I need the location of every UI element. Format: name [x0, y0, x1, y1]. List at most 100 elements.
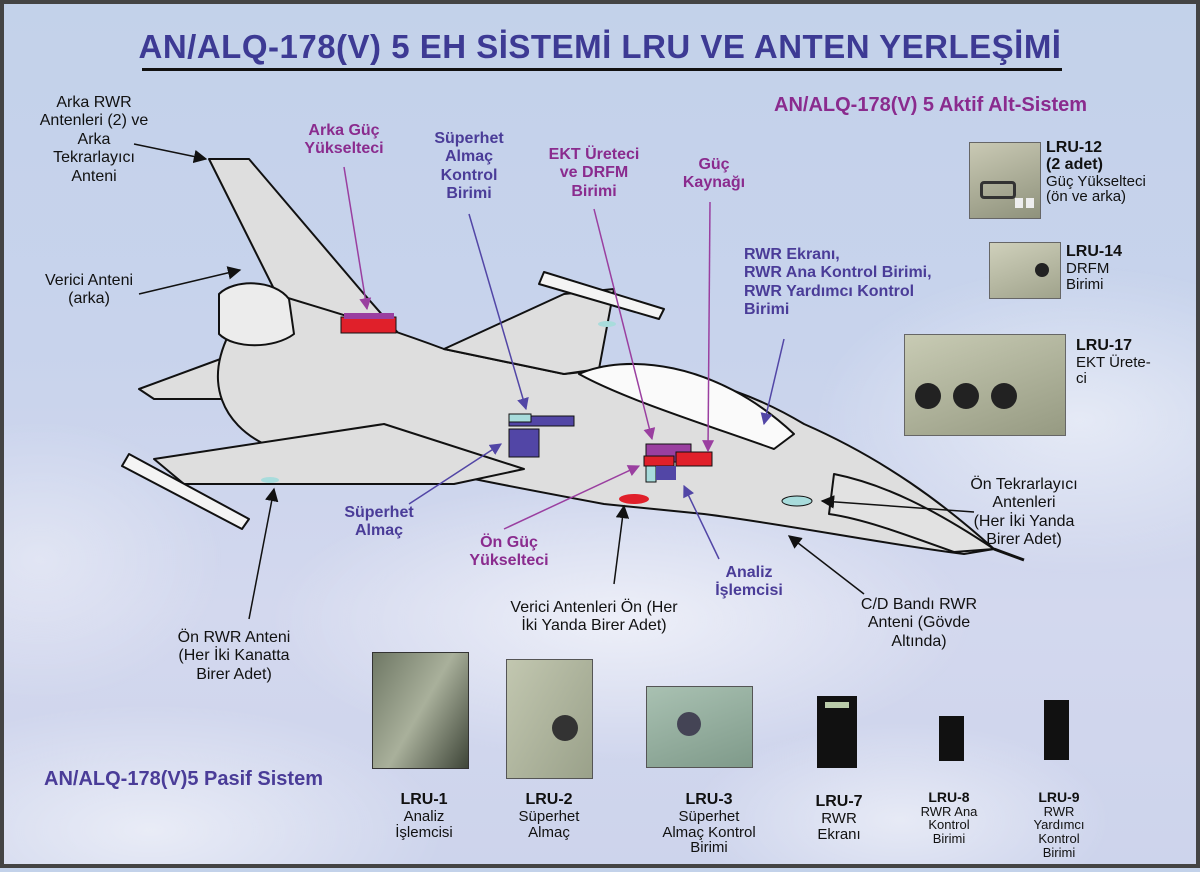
- lru-code: LRU-14: [1066, 243, 1123, 260]
- lru-code: LRU-1: [400, 791, 448, 808]
- callout-line: Birer Adet): [196, 665, 272, 683]
- callout-line: EKT Üreteci: [548, 146, 640, 163]
- lru-17-device-image: [904, 334, 1066, 436]
- rear-power-amp-box: [340, 316, 397, 334]
- lru-description: Birimi: [1042, 844, 1076, 860]
- callout-line: Antenleri (2) ve: [39, 112, 149, 130]
- ekt-drfm-power-boxes: [643, 443, 713, 483]
- callout-cd-band-rwr-antenna: C/D Bandı RWR Anteni (Gövde Altında): [849, 596, 989, 651]
- callout-line: İşlemcisi: [715, 582, 783, 600]
- front-repeater-antenna: [781, 495, 813, 507]
- lru-code: LRU-3: [685, 791, 733, 808]
- callout-line: Verici Anteni: [44, 272, 134, 289]
- callout-line: Arka RWR: [56, 94, 132, 111]
- lru-9-label: LRU-9 RWR Yardımcı Kontrol Birimi: [1019, 790, 1099, 859]
- lru-14-label: LRU-14 DRFM Birimi: [1066, 243, 1123, 293]
- lru-9-device-image: [1044, 700, 1069, 760]
- lru-7-label: LRU-7 RWR Ekranı: [804, 793, 874, 843]
- callout-rear-rwr-antennas: Arka RWR Antenleri (2) ve Arka Tekrarlay…: [24, 94, 164, 186]
- callout-line: Almaç: [444, 148, 494, 166]
- callout-line: Ön RWR Anteni: [177, 629, 291, 646]
- callout-line: İki Yanda Birer Adet): [521, 617, 667, 635]
- lru-description: Ekranı: [817, 825, 861, 843]
- callout-line: Yükselteci: [304, 140, 384, 158]
- lru-1-label: LRU-1 Analiz İşlemcisi: [384, 791, 464, 841]
- callout-front-repeater-antennas: Ön Tekrarlayıcı Antenleri (Her İki Yanda…: [954, 476, 1094, 550]
- lru-description: ci: [1076, 369, 1087, 387]
- callout-line: Analiz: [725, 564, 773, 581]
- callout-line: RWR Ekranı,: [744, 246, 840, 263]
- front-transmitter-antenna: [619, 494, 649, 504]
- lru-description: Birimi: [932, 830, 966, 846]
- lru-description: Analiz: [403, 807, 445, 825]
- callout-line: RWR Yardımcı Kontrol: [744, 282, 915, 300]
- callout-superhet-receiver-control: Süperhet Almaç Kontrol Birimi: [424, 130, 514, 204]
- lru-description: Yardımcı: [1033, 817, 1085, 833]
- lru-description: Birimi: [690, 839, 728, 857]
- callout-rear-power-amplifier: Arka Güç Yükselteci: [284, 122, 404, 159]
- callout-line: ve DRFM: [559, 164, 629, 182]
- callout-front-transmitter-antennas: Verici Antenleri Ön (Her İki Yanda Birer…: [494, 599, 694, 636]
- lru-17-label: LRU-17 EKT Ürete- ci: [1076, 337, 1151, 387]
- lru-description: Birimi: [1066, 275, 1104, 293]
- lru-8-device-image: [939, 716, 964, 761]
- callout-rear-transmitter-antenna: Verici Anteni (arka): [29, 272, 149, 309]
- callout-line: Almaç: [354, 522, 404, 540]
- callout-line: Yükselteci: [469, 552, 549, 570]
- callout-front-rwr-antenna: Ön RWR Anteni (Her İki Kanatta Birer Ade…: [164, 629, 304, 684]
- lru-code: LRU-2: [525, 791, 573, 808]
- lru-12-label: LRU-12 (2 adet) Güç Yükselteci (ön ve ar…: [1046, 139, 1146, 205]
- lru-description: Süperhet: [518, 807, 580, 825]
- callout-power-supply: Güç Kaynağı: [674, 156, 754, 193]
- lru-description: Kontrol: [928, 817, 970, 833]
- callout-line: Kaynağı: [682, 174, 746, 192]
- lru-description: İşlemcisi: [395, 823, 453, 841]
- lru-description: Almaç Kontrol: [662, 823, 756, 841]
- callout-line: Anteni (Gövde: [867, 614, 971, 632]
- engine-nozzle: [218, 282, 295, 347]
- callout-line: Arka Güç: [308, 122, 380, 139]
- lru-description: Almaç: [528, 823, 570, 841]
- callout-front-power-amplifier: Ön Güç Yükselteci: [459, 534, 559, 571]
- callout-line: C/D Bandı RWR: [860, 596, 978, 613]
- lru-description: DRFM: [1066, 259, 1110, 277]
- lru-7-device-image: [817, 696, 857, 768]
- callout-line: Altında): [891, 632, 947, 650]
- title-underline: [142, 68, 1062, 71]
- diagram-title: AN/ALQ-178(V) 5 EH SİSTEMİ LRU VE ANTEN …: [138, 28, 1062, 65]
- lru-code: LRU-8: [928, 789, 970, 805]
- lru-quantity: (2 adet): [1046, 155, 1103, 173]
- lru-code: LRU-7: [815, 793, 863, 810]
- callout-line: Ön Güç: [480, 534, 538, 551]
- callout-line: Antenleri: [992, 494, 1056, 512]
- callout-line: Süperhet: [344, 504, 414, 521]
- lru-description: RWR Ana: [920, 803, 978, 819]
- active-subsystem-heading: AN/ALQ-178(V) 5 Aktif Alt-Sistem: [774, 94, 1088, 116]
- lru-code: LRU-17: [1076, 337, 1133, 354]
- callout-line: Birimi: [744, 301, 790, 319]
- callout-superhet-receiver: Süperhet Almaç: [334, 504, 424, 541]
- superhet-receiver-box: [508, 413, 575, 458]
- lru-description: RWR: [821, 809, 857, 827]
- callout-line: RWR Ana Kontrol Birimi,: [744, 264, 932, 282]
- lru-14-device-image: [989, 242, 1061, 299]
- callout-line: Güç: [698, 156, 730, 173]
- callout-analysis-processor: Analiz İşlemcisi: [709, 564, 789, 601]
- callout-line: Tekrarlayıcı: [53, 149, 135, 167]
- callout-line: Kontrol: [440, 166, 498, 184]
- callout-line: Birimi: [446, 185, 492, 203]
- callout-line: (Her İki Kanatta: [178, 647, 290, 665]
- callout-line: Birimi: [571, 182, 617, 200]
- lru-description: Güç Yükselteci: [1046, 172, 1146, 190]
- callout-rwr-group: RWR Ekranı, RWR Ana Kontrol Birimi, RWR …: [744, 246, 944, 320]
- aircraft-diagram: [121, 143, 1025, 620]
- lru-12-device-image: [969, 142, 1041, 219]
- lru-code: LRU-12: [1046, 139, 1103, 156]
- lru-description: EKT Ürete-: [1076, 353, 1151, 371]
- lru-3-device-image: [646, 686, 753, 768]
- wingtip-missile-left: [121, 453, 250, 530]
- rear-transmitter-mark: [598, 321, 616, 327]
- callout-line: (arka): [68, 290, 110, 308]
- callout-line: Süperhet: [434, 130, 504, 147]
- callout-line: Ön Tekrarlayıcı: [970, 476, 1078, 493]
